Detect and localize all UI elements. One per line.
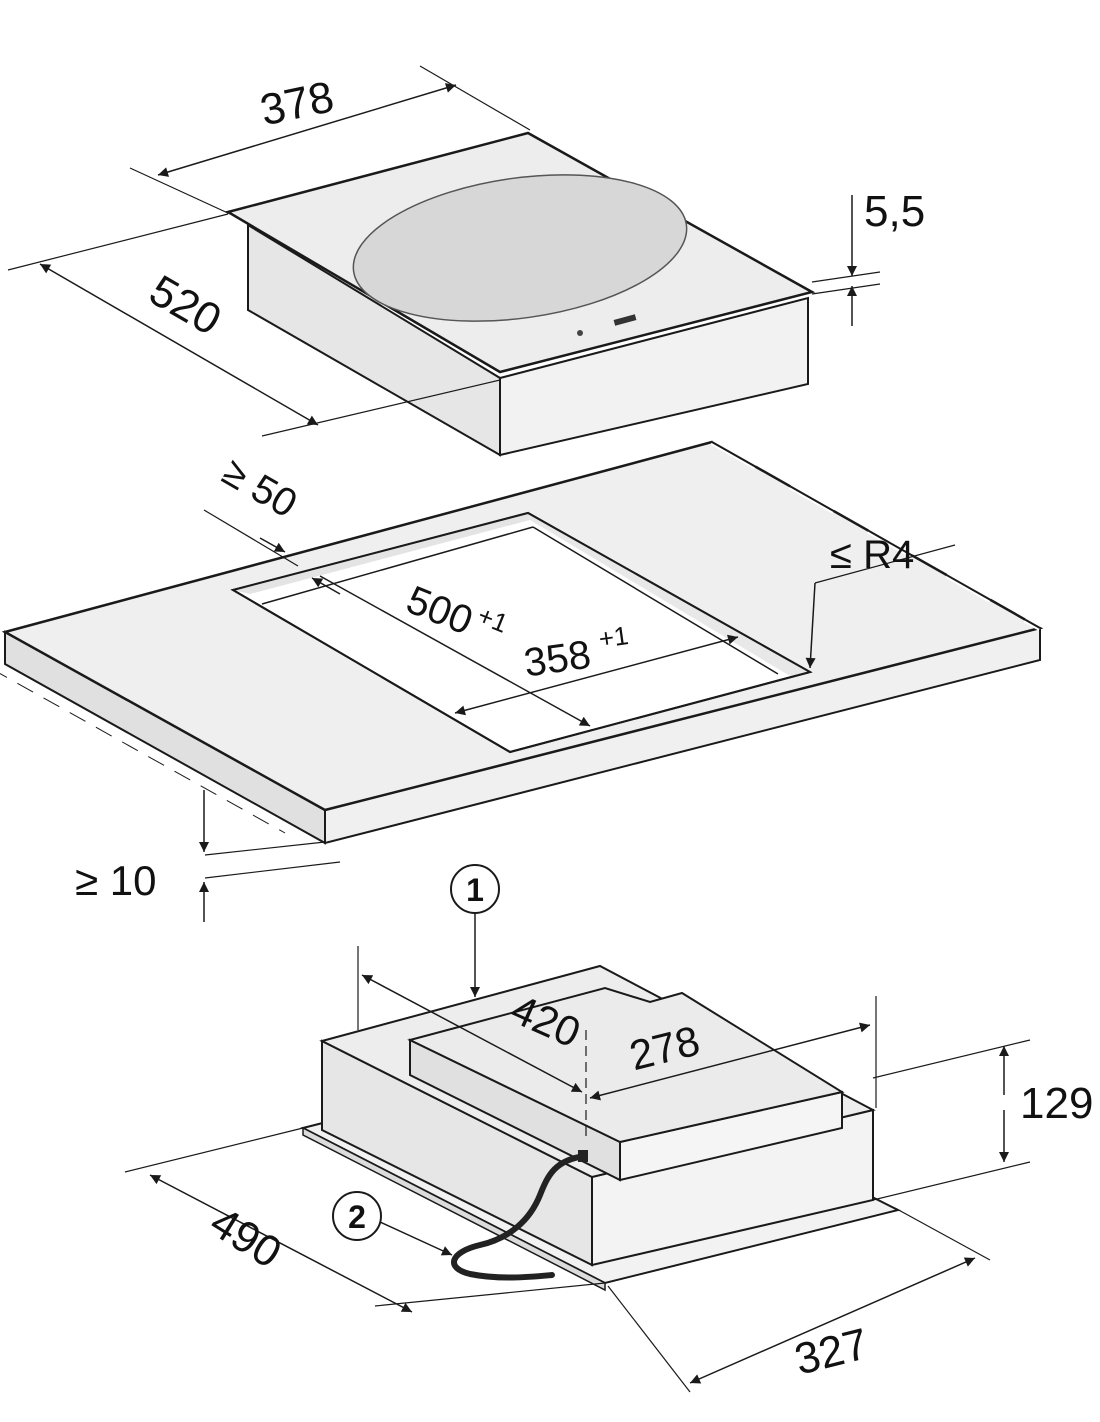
- callout-1-label: 1: [466, 872, 484, 908]
- cooking-zone: [352, 174, 688, 322]
- cable-plug: [578, 1150, 588, 1162]
- label-cutout-width: 358 +1: [520, 620, 633, 685]
- worktop-dash-back-2: [711, 441, 1041, 629]
- control-dot: [577, 330, 583, 336]
- dim-base-height: 129: [872, 1039, 1093, 1201]
- label-min-edge: ≥ 50: [215, 450, 304, 527]
- cutout-width-main: 358: [521, 633, 593, 686]
- worktop: [0, 439, 1044, 845]
- flange-plate-edge: [302, 1126, 606, 1292]
- callout-1: 1: [450, 864, 500, 997]
- hob-appliance: [224, 131, 816, 457]
- dim-min-clearance: ≥ 10: [75, 790, 341, 922]
- base-unit: [300, 964, 901, 1292]
- label-plate-width: 327: [790, 1319, 873, 1384]
- label-min-clearance: ≥ 10: [75, 857, 156, 904]
- label-hob-overhang: 5,5: [864, 187, 925, 236]
- label-corner-radius: ≤ R4: [830, 533, 914, 577]
- hob-housing-right: [499, 296, 809, 457]
- callout-2: 2: [332, 1191, 453, 1256]
- dim-hob-overhang: 5,5: [811, 187, 925, 326]
- control-panel: [613, 314, 637, 326]
- cutout-inner-wall: [233, 513, 530, 594]
- callout-2-label: 2: [348, 1199, 366, 1235]
- label-base-height: 129: [1020, 1079, 1093, 1128]
- power-cable: [451, 1153, 588, 1281]
- dim-corner-radius: ≤ R4: [805, 533, 956, 669]
- label-hob-width: 378: [256, 72, 338, 135]
- cutout-width-tol: +1: [597, 620, 631, 654]
- dim-cutout-width: 358 +1: [454, 620, 739, 716]
- worktop-dash-left: [0, 673, 286, 834]
- label-hob-depth: 520: [141, 266, 229, 345]
- callout-2-circle: [332, 1191, 382, 1241]
